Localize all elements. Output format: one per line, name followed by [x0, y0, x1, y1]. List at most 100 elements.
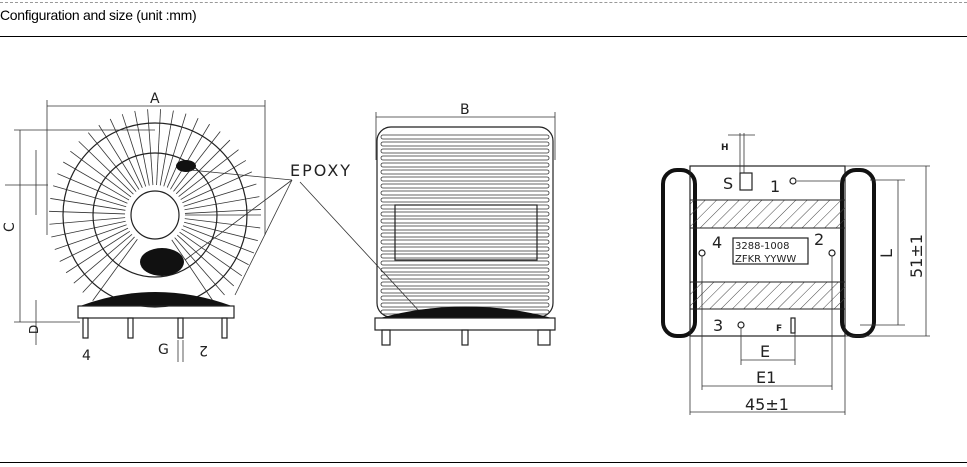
coil-left — [661, 168, 697, 338]
top-dashed-divider — [0, 2, 967, 3]
toroid-inner-ring — [92, 152, 218, 278]
epoxy-label: EPOXY — [290, 161, 352, 180]
marking-line1: 3288-1008 — [735, 241, 790, 252]
winding-wire — [175, 139, 231, 195]
toroid-hole — [130, 190, 180, 240]
pin-3-label: 3 — [713, 316, 723, 335]
winding-wire — [65, 231, 131, 274]
winding-wire — [57, 173, 128, 204]
pin-2-label: 2 — [814, 230, 824, 249]
coil-turn — [380, 302, 550, 308]
coil-turn — [380, 232, 550, 238]
toroid-outer-ring — [62, 122, 248, 308]
winding-wire — [73, 233, 133, 284]
winding-wire — [49, 217, 126, 225]
coil-windings — [380, 134, 550, 315]
coil-turn — [380, 260, 550, 266]
coil-turn — [380, 141, 550, 147]
winding-wire — [70, 150, 132, 198]
winding-wire — [78, 141, 134, 195]
winding-wire — [178, 149, 239, 197]
winding-wire — [87, 132, 137, 192]
width-label: 45±1 — [745, 395, 789, 414]
winding-wire — [49, 210, 126, 215]
winding-wire — [184, 209, 261, 214]
coil-turn — [380, 211, 550, 217]
winding-wire — [184, 196, 260, 211]
coil-turn — [380, 253, 550, 259]
bottom-view: S 1 H 4 2 3288-1008 ZFKR YYWW 3 F E E1 4… — [661, 133, 930, 415]
hatch-band-bottom — [689, 281, 846, 310]
winding-wire — [163, 113, 187, 187]
coil-turn — [380, 281, 550, 287]
epoxy-base — [80, 292, 232, 306]
base-plate — [77, 305, 235, 319]
dim-e1-label: E1 — [756, 368, 776, 387]
coil-turn — [380, 148, 550, 154]
epoxy-blob — [140, 248, 184, 276]
winding-wire — [156, 109, 161, 186]
coil-turn — [380, 197, 550, 203]
label-f: F — [776, 324, 782, 334]
coil-turn — [380, 190, 550, 196]
coil-turn — [380, 267, 550, 273]
dim-g-label: G — [158, 342, 169, 358]
pins — [82, 317, 228, 339]
pin-4-label: 4 — [712, 233, 722, 252]
coil-turn — [380, 155, 550, 161]
header-divider — [0, 36, 967, 37]
coil-turn — [380, 274, 550, 280]
winding-wire — [134, 110, 150, 186]
coil-right — [840, 168, 876, 338]
winding-wire — [181, 228, 249, 266]
coil-turn — [380, 295, 550, 301]
height-label: 51±1 — [907, 234, 926, 278]
winding-wire — [51, 220, 126, 238]
front-view: A C D 4 G 2 EPOXY — [2, 91, 421, 364]
winding-wire — [52, 185, 127, 208]
dim-a-label: A — [150, 91, 160, 107]
coil-turn — [380, 225, 550, 231]
pins — [381, 329, 551, 346]
epoxy-blob-top — [176, 160, 196, 172]
winding-wire — [63, 161, 130, 201]
winding-wire — [59, 227, 129, 262]
dim-b-label: B — [460, 102, 470, 118]
section-heading: Configuration and size (unit :mm) — [0, 7, 197, 23]
epoxy-leaders — [184, 169, 421, 313]
coil-turn — [380, 204, 550, 210]
dim-l-label: L — [877, 249, 896, 258]
pin-4-label: 4 — [82, 348, 91, 364]
core-window — [394, 204, 538, 261]
winding-wire — [82, 236, 135, 293]
winding-wire — [177, 234, 235, 287]
coil-turn — [380, 246, 550, 252]
coil-turn — [380, 134, 550, 140]
dim-e-label: E — [760, 342, 770, 361]
winding-wire — [170, 123, 210, 190]
footer-divider — [0, 462, 967, 463]
coil-turn — [380, 218, 550, 224]
winding-wire — [180, 160, 247, 200]
winding-wire — [184, 218, 261, 229]
base-plate — [374, 317, 556, 331]
winding-wire — [171, 239, 215, 304]
winding-wire — [179, 231, 243, 277]
coil-body — [376, 126, 554, 318]
base-body — [689, 165, 846, 337]
coil-turn — [380, 176, 550, 182]
marking-line2: ZFKR YYWW — [735, 254, 796, 265]
winding-wire — [54, 224, 127, 250]
winding-wire — [183, 183, 257, 207]
dimension-lines — [689, 165, 930, 415]
label-s: S — [723, 174, 733, 193]
winding-wire — [184, 221, 258, 242]
winding-wire — [109, 118, 143, 188]
toroid-windings — [49, 109, 261, 304]
winding-wire — [159, 110, 174, 186]
coil-turn — [380, 239, 550, 245]
hatch-band-top — [689, 199, 846, 229]
dim-c-label: C — [2, 222, 18, 232]
dim-h-label: H — [721, 143, 729, 153]
